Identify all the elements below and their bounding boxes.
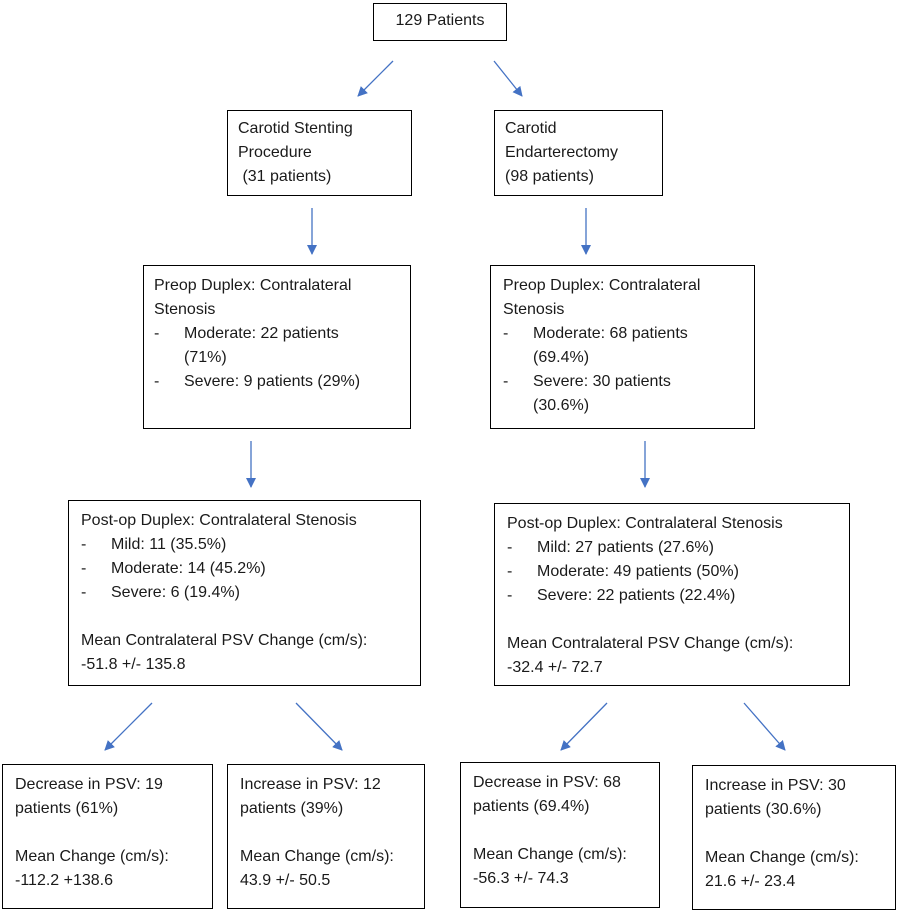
- bullet-dash: -: [81, 584, 87, 601]
- increase-line-1: Increase in PSV: 12: [240, 776, 381, 793]
- arrow-left-postop-to-decrease: [104, 702, 153, 751]
- postop-item-moderate: - Moderate: 14 (45.2%): [81, 557, 408, 581]
- endarterectomy-postop-box: Post-op Duplex: Contralateral Stenosis -…: [494, 503, 850, 686]
- postop-item-moderate: - Moderate: 49 patients (50%): [507, 560, 837, 584]
- postop-severe-text: Severe: 22 patients (22.4%): [537, 587, 736, 604]
- bullet-dash: -: [507, 539, 513, 556]
- postop-mean-label: Mean Contralateral PSV Change (cm/s):: [507, 635, 794, 652]
- decrease-mean-value: -112.2 +138.6: [15, 872, 114, 889]
- stenting-postop-box: Post-op Duplex: Contralateral Stenosis -…: [68, 500, 421, 686]
- preop-moderate-line-1: Moderate: 22 patients: [184, 325, 339, 342]
- bullet-dash: -: [503, 325, 509, 342]
- postop-mean-label: Mean Contralateral PSV Change (cm/s):: [81, 632, 368, 649]
- increase-mean-value: 21.6 +/- 23.4: [705, 873, 796, 890]
- decrease-line-1: Decrease in PSV: 68: [473, 774, 621, 791]
- stenting-line-2: Procedure: [238, 144, 312, 161]
- preop-title-line-1: Preop Duplex: Contralateral: [154, 277, 352, 294]
- preop-severe-line-1: Severe: 9 patients (29%): [184, 373, 361, 390]
- bullet-dash: -: [81, 560, 87, 577]
- postop-title: Post-op Duplex: Contralateral Stenosis: [81, 512, 357, 529]
- preop-item-severe: - Severe: 30 patients (30.6%): [503, 370, 742, 418]
- bullet-dash: -: [154, 373, 160, 390]
- preop-moderate-line-1: Moderate: 68 patients: [533, 325, 688, 342]
- postop-mild-text: Mild: 11 (35.5%): [111, 536, 227, 553]
- stenting-line-1: Carotid Stenting: [238, 120, 353, 137]
- stenting-decrease-box: Decrease in PSV: 19 patients (61%) Mean …: [2, 764, 213, 909]
- arrow-root-to-endarterectomy: [493, 60, 523, 97]
- postop-item-mild: - Mild: 27 patients (27.6%): [507, 536, 837, 560]
- stenting-procedure-box: Carotid Stenting Procedure (31 patients): [227, 110, 412, 196]
- preop-moderate-line-2: (69.4%): [533, 349, 590, 366]
- preop-title-line-2: Stenosis: [503, 301, 565, 318]
- postop-mean-value: -32.4 +/- 72.7: [507, 659, 603, 676]
- preop-severe-line-2: (30.6%): [533, 397, 590, 414]
- stenting-preop-box: Preop Duplex: Contralateral Stenosis - M…: [143, 265, 411, 429]
- postop-moderate-text: Moderate: 14 (45.2%): [111, 560, 266, 577]
- stenting-increase-box: Increase in PSV: 12 patients (39%) Mean …: [227, 764, 425, 909]
- increase-line-1: Increase in PSV: 30: [705, 777, 846, 794]
- bullet-dash: -: [503, 373, 509, 390]
- endarterectomy-preop-box: Preop Duplex: Contralateral Stenosis - M…: [490, 265, 755, 429]
- preop-moderate-line-2: (71%): [184, 349, 227, 366]
- bullet-dash: -: [81, 536, 87, 553]
- increase-mean-value: 43.9 +/- 50.5: [240, 872, 331, 889]
- decrease-line-1: Decrease in PSV: 19: [15, 776, 163, 793]
- postop-item-severe: - Severe: 22 patients (22.4%): [507, 584, 837, 608]
- decrease-mean-label: Mean Change (cm/s):: [15, 848, 169, 865]
- preop-item-moderate: - Moderate: 22 patients (71%): [154, 322, 400, 370]
- endarterectomy-increase-box: Increase in PSV: 30 patients (30.6%) Mea…: [692, 765, 896, 910]
- endarterectomy-procedure-box: Carotid Endarterectomy (98 patients): [494, 110, 663, 196]
- endarterectomy-line-1: Carotid: [505, 120, 557, 137]
- arrow-right-postop-to-increase: [743, 702, 786, 751]
- postop-item-severe: - Severe: 6 (19.4%): [81, 581, 408, 605]
- preop-title-line-1: Preop Duplex: Contralateral: [503, 277, 701, 294]
- bullet-dash: -: [507, 563, 513, 580]
- root-box: 129 Patients: [373, 3, 507, 41]
- postop-moderate-text: Moderate: 49 patients (50%): [537, 563, 739, 580]
- postop-title: Post-op Duplex: Contralateral Stenosis: [507, 515, 783, 532]
- preop-item-severe: - Severe: 9 patients (29%): [154, 370, 400, 394]
- decrease-mean-label: Mean Change (cm/s):: [473, 846, 627, 863]
- increase-line-2: patients (39%): [240, 800, 344, 817]
- decrease-line-2: patients (69.4%): [473, 798, 590, 815]
- bullet-dash: -: [154, 325, 160, 342]
- preop-title-line-2: Stenosis: [154, 301, 216, 318]
- increase-line-2: patients (30.6%): [705, 801, 822, 818]
- preop-severe-line-1: Severe: 30 patients: [533, 373, 671, 390]
- postop-severe-text: Severe: 6 (19.4%): [111, 584, 240, 601]
- bullet-dash: -: [507, 587, 513, 604]
- endarterectomy-line-3: (98 patients): [505, 168, 594, 185]
- postop-item-mild: - Mild: 11 (35.5%): [81, 533, 408, 557]
- decrease-line-2: patients (61%): [15, 800, 119, 817]
- endarterectomy-decrease-box: Decrease in PSV: 68 patients (69.4%) Mea…: [460, 762, 660, 908]
- postop-mild-text: Mild: 27 patients (27.6%): [537, 539, 714, 556]
- endarterectomy-line-2: Endarterectomy: [505, 144, 618, 161]
- arrow-right-postop-to-decrease: [560, 702, 608, 751]
- arrow-root-to-stenting: [357, 60, 394, 97]
- increase-mean-label: Mean Change (cm/s):: [705, 849, 859, 866]
- decrease-mean-value: -56.3 +/- 74.3: [473, 870, 569, 887]
- preop-item-moderate: - Moderate: 68 patients (69.4%): [503, 322, 742, 370]
- root-label: 129 Patients: [395, 12, 485, 29]
- postop-mean-value: -51.8 +/- 135.8: [81, 656, 186, 673]
- stenting-line-3: (31 patients): [238, 168, 332, 185]
- increase-mean-label: Mean Change (cm/s):: [240, 848, 394, 865]
- arrow-left-postop-to-increase: [295, 702, 343, 751]
